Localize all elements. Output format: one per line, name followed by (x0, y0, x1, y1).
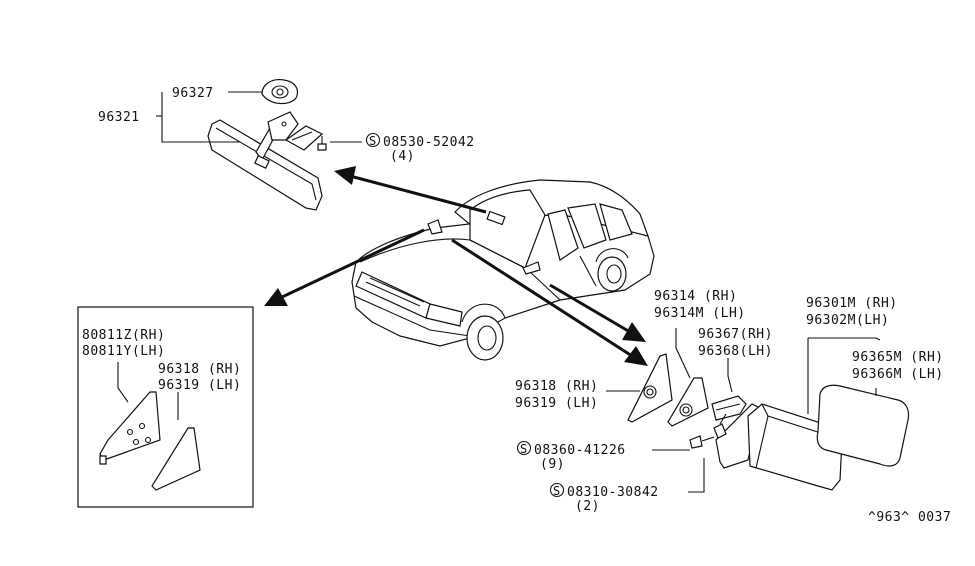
corner-cover-icon (99, 391, 201, 491)
label-08310-30842: 08310-30842 (567, 485, 659, 500)
diagram-code: ^963^ 0037 (868, 510, 951, 525)
label-96318: 96318 (RH) (515, 379, 598, 394)
label-96327: 96327 (172, 86, 214, 101)
label-96314: 96314 (RH) (654, 289, 737, 304)
label-96319: 96319 (LH) (515, 396, 598, 411)
label-96301m: 96301M (RH) (806, 296, 898, 311)
label-80811y: 80811Y(LH) (82, 344, 165, 359)
arrow-icon (264, 166, 648, 366)
label-08360-41226: 08360-41226 (534, 443, 626, 458)
label-96302m: 96302M(LH) (806, 313, 889, 328)
label-08360-qty: (9) (540, 457, 565, 472)
label-inset-96318: 96318 (RH) (158, 362, 241, 377)
screw-icon: S (516, 440, 532, 456)
screw-icon: S (549, 482, 565, 498)
label-96365m: 96365M (RH) (852, 350, 944, 365)
rearview-mirror-icon (207, 79, 327, 211)
car-icon (351, 179, 655, 361)
label-96368: 96368(LH) (698, 344, 773, 359)
corner-cover-icon (627, 353, 747, 427)
mirror-glass-icon (816, 384, 910, 467)
label-96321: 96321 (98, 110, 140, 125)
label-96367: 96367(RH) (698, 327, 773, 342)
screw-symbol-08360: S (520, 442, 527, 456)
label-96366m: 96366M (LH) (852, 367, 944, 382)
bolt-icon (689, 413, 727, 449)
label-08310-qty: (2) (575, 499, 600, 514)
screw-symbol-08310: S (553, 484, 560, 498)
label-08530-52042: 08530-52042 (383, 135, 475, 150)
label-08530-qty: (4) (390, 149, 415, 164)
label-inset-96319: 96319 (LH) (158, 378, 241, 393)
inset-box (77, 306, 254, 508)
label-80811z: 80811Z(RH) (82, 328, 165, 343)
label-96314m: 96314M (LH) (654, 306, 746, 321)
screw-icon: S (365, 132, 381, 148)
screw-symbol: S (369, 134, 376, 148)
